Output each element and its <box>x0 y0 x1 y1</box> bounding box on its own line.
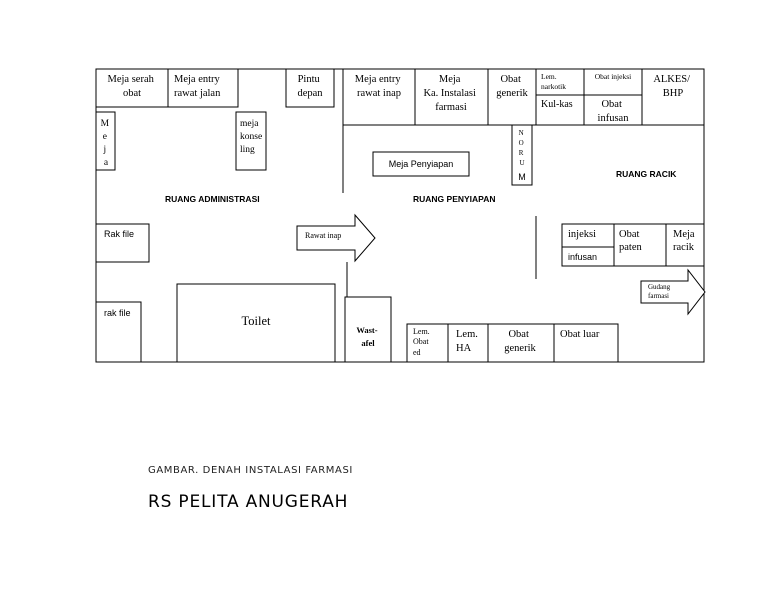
gudang-farmasi-arrow: Gudang farmasi <box>640 268 706 316</box>
svg-text:Lem. narkotik: Lem. narkotik <box>541 72 566 91</box>
svg-text:meja konse ling: meja konse ling <box>240 119 265 155</box>
obat-injeksi: Obat injeksi <box>583 68 643 96</box>
svg-text:Meja Ka. Instalasi: Meja Ka. Instalasi farmasi <box>423 74 478 113</box>
meja-entry-rawat-jalan: Meja entry rawat jalan <box>167 68 239 108</box>
rak-file-1: Rak file <box>95 223 150 263</box>
svg-text:Obat paten: Obat paten <box>619 229 642 253</box>
wastafel: Wast- afel <box>344 296 392 363</box>
svg-text:Meja entry rawat jalan: Meja entry rawat jalan <box>174 74 222 99</box>
svg-text:injeksi: injeksi <box>568 229 596 240</box>
svg-text:Obat luar: Obat luar <box>560 329 600 340</box>
svg-text:Obat generik: Obat generik <box>504 329 536 354</box>
obat-luar: Obat luar <box>553 323 619 363</box>
svg-text:rak file: rak file <box>104 308 131 318</box>
svg-text:Lem. Obat ed: Lem. Obat ed <box>413 327 432 357</box>
svg-text:M: M <box>518 172 526 182</box>
svg-text:Kul-kas: Kul-kas <box>541 99 573 110</box>
svg-text:Obat infusan: Obat infusan <box>598 99 630 124</box>
alkes-bhp: ALKES/ BHP <box>641 68 705 126</box>
svg-text:Rawat inap: Rawat inap <box>305 231 341 240</box>
svg-text:Meja entry rawat inap: Meja entry rawat inap <box>355 74 403 99</box>
room-administrasi: RUANG ADMINISTRASI <box>165 194 260 204</box>
svg-text:Obat generik: Obat generik <box>496 74 528 99</box>
figure-caption: GAMBAR. DENAH INSTALASI FARMASI <box>148 465 353 476</box>
meja-serah-obat: Meja serah obat <box>95 68 169 108</box>
svg-text:Gudang farmasi: Gudang farmasi <box>648 283 672 300</box>
svg-text:infusan: infusan <box>568 252 597 262</box>
svg-text:N O R U: N O R U <box>519 129 526 167</box>
norum: N O R U M <box>511 124 533 186</box>
infusan: infusan <box>561 246 615 267</box>
meja-ka-instalasi: Meja Ka. Instalasi farmasi <box>414 68 489 126</box>
svg-text:Meja racik: Meja racik <box>673 229 697 253</box>
meja-vertical: M e j a <box>95 111 116 171</box>
toilet: Toilet <box>176 283 336 363</box>
meja-racik: Meja racik <box>665 223 705 267</box>
room-racik: RUANG RACIK <box>616 169 677 179</box>
rak-file-2: rak file <box>95 301 142 363</box>
meja-entry-rawat-inap: Meja entry rawat inap <box>342 68 416 126</box>
svg-text:Pintu depan: Pintu depan <box>297 74 323 99</box>
lemari-narkotik: Lem. narkotik <box>535 68 585 96</box>
pintu-depan: Pintu depan <box>285 68 335 108</box>
kul-kas: Kul-kas <box>535 94 585 126</box>
obat-generik-bottom: Obat generik <box>487 323 555 363</box>
lemari-obat-ed: Lem. Obat ed <box>406 323 449 363</box>
rawat-inap-arrow: Rawat inap <box>296 213 376 263</box>
injeksi: injeksi <box>561 223 615 248</box>
lemari-ha: Lem. HA <box>447 323 489 363</box>
svg-text:ALKES/ BHP: ALKES/ BHP <box>653 74 692 99</box>
svg-text:Meja serah obat: Meja serah obat <box>108 74 157 99</box>
obat-generik-top: Obat generik <box>487 68 537 126</box>
svg-text:Wast- afel: Wast- afel <box>356 325 379 348</box>
svg-text:Rak file: Rak file <box>104 229 134 239</box>
svg-text:Meja Penyiapan: Meja Penyiapan <box>389 159 454 169</box>
hospital-name: RS PELITA ANUGERAH <box>148 492 349 512</box>
svg-text:Lem. HA: Lem. HA <box>456 329 481 354</box>
svg-text:Toilet: Toilet <box>242 314 272 328</box>
meja-penyiapan: Meja Penyiapan <box>372 151 470 177</box>
meja-konseling: meja konse ling <box>235 111 267 171</box>
svg-text:M e j a: M e j a <box>101 119 112 168</box>
obat-infusan: Obat infusan <box>583 94 643 126</box>
room-penyiapan: RUANG PENYIAPAN <box>413 194 496 204</box>
obat-paten: Obat paten <box>613 223 667 267</box>
svg-text:Obat injeksi: Obat injeksi <box>595 72 631 81</box>
